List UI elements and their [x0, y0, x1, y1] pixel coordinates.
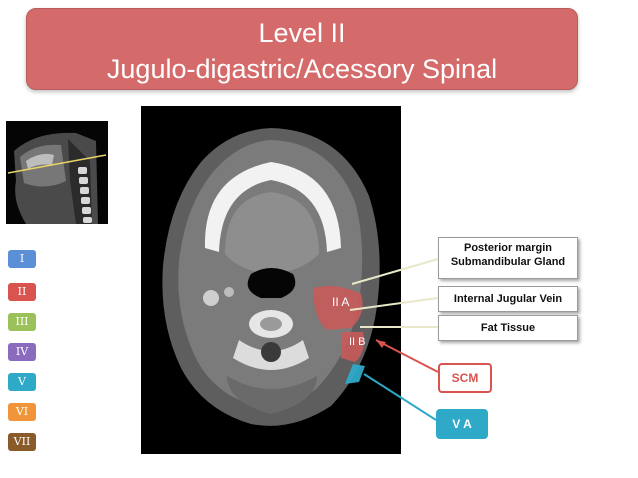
level-key-vi: VI — [8, 403, 36, 421]
pointer-scm-arrowhead — [376, 340, 386, 348]
label-posterior-margin-line2: Submandibular Gland — [450, 256, 566, 268]
region-label-iib: II B — [349, 336, 366, 348]
label-internal-jugular-vein: Internal Jugular Vein — [438, 286, 578, 312]
title-subtitle: Jugulo-digastric/Acessory Spinal — [106, 54, 498, 84]
pointer-va — [363, 373, 437, 421]
level-key-i: I — [8, 250, 36, 268]
label-fat-tissue: Fat Tissue — [438, 315, 578, 341]
callout-scm: SCM — [438, 363, 492, 393]
level-key-iii: III — [8, 313, 36, 331]
label-posterior-margin: Posterior margin Submandibular Gland — [438, 237, 578, 279]
level-key-vii: VII — [8, 433, 36, 451]
title-level: Level II — [258, 18, 346, 48]
title-banner: Level II Jugulo-digastric/Acessory Spina… — [26, 8, 578, 90]
axial-ct-scan — [141, 106, 401, 454]
callout-va: V A — [436, 409, 488, 439]
sagittal-thumbnail — [6, 121, 108, 224]
region-label-iia: II A — [332, 295, 350, 309]
level-key-iv: IV — [8, 343, 36, 361]
pointer-posterior-margin — [351, 258, 439, 285]
pointer-scm — [375, 339, 439, 373]
level-key-ii: II — [8, 283, 36, 301]
label-posterior-margin-line1: Posterior margin — [463, 242, 553, 254]
pointer-internal-jugular-vein — [349, 297, 439, 311]
level-key-v: V — [8, 373, 36, 391]
